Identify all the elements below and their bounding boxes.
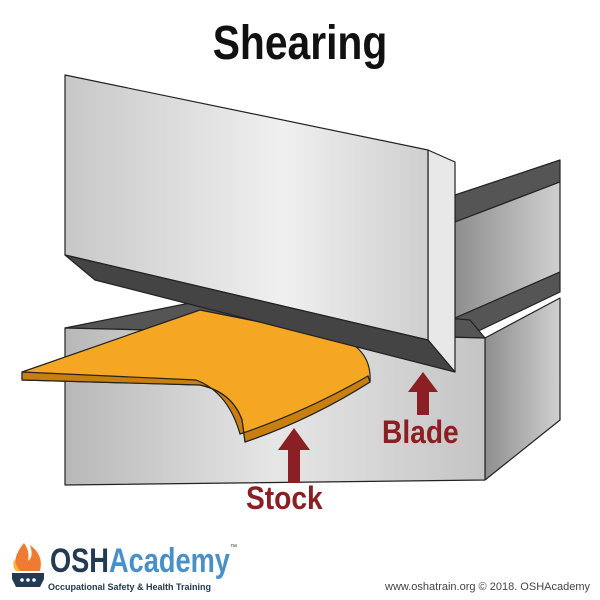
stock-arrow [278, 428, 310, 483]
blade-arrow [408, 372, 438, 415]
blade-label: Blade [382, 414, 459, 450]
copyright-footer: www.oshatrain.org © 2018. OSHAcademy [385, 581, 590, 593]
trademark: ™ [230, 544, 237, 551]
logo-wordmark: OSHAcademy [50, 542, 230, 580]
flame-gear-logo-icon [12, 543, 44, 587]
stock-sheet [21, 309, 371, 443]
stock-label: Stock [246, 480, 323, 516]
blade [64, 74, 456, 373]
page-title: Shearing [212, 17, 388, 70]
back-table [454, 159, 561, 481]
logo-tagline: Occupational Safety & Health Training [48, 582, 212, 592]
